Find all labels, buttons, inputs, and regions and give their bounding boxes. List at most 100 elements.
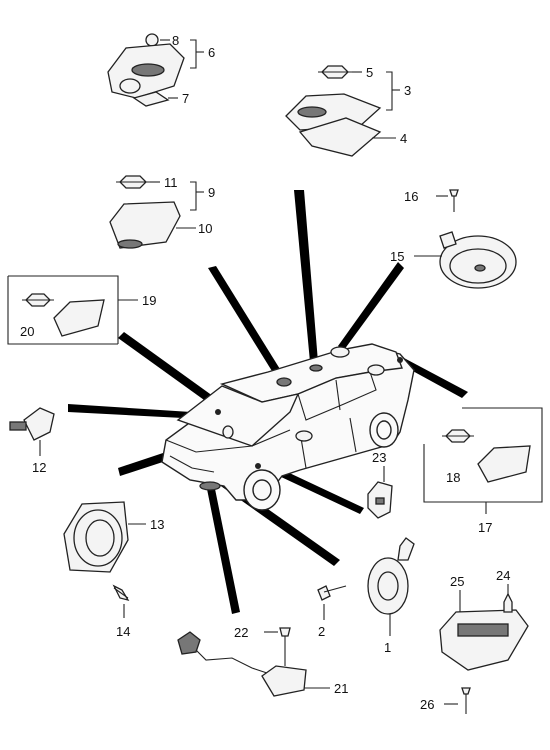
connector-21 xyxy=(177,631,201,655)
glovebox-lamp-lens xyxy=(53,299,105,337)
car-body xyxy=(161,343,415,511)
callout-8: 8 xyxy=(172,33,179,48)
car-rear-speaker-spot xyxy=(330,346,350,358)
car-dot xyxy=(255,463,261,469)
screw-14-shaft xyxy=(113,587,129,599)
car-headlight xyxy=(199,481,221,491)
callout-20: 20 xyxy=(20,324,34,339)
wedge-speaker-rear xyxy=(338,262,404,350)
car-side-window xyxy=(297,371,377,421)
wedge-license-lamp xyxy=(206,484,240,614)
callout-10: 10 xyxy=(198,221,212,236)
speaker-15-cap xyxy=(474,264,486,272)
screw-2-shaft xyxy=(323,585,347,593)
car-roof-lamp-mid xyxy=(309,364,323,372)
callout-19: 19 xyxy=(142,293,156,308)
callout-2: 2 xyxy=(318,624,325,639)
room-lamp-lens xyxy=(117,239,143,249)
map-lamp-lens xyxy=(119,78,141,94)
car-glovebox-spot xyxy=(222,425,234,439)
dome-lamp-housing xyxy=(285,93,382,131)
trunk-lamp-assembly xyxy=(423,407,543,514)
callout-25: 25 xyxy=(450,574,464,589)
callout-24: 24 xyxy=(496,568,510,583)
car-door-line-rear xyxy=(349,417,357,453)
bracket-3 xyxy=(386,71,393,111)
speaker-13-inner xyxy=(85,519,115,557)
car-hood xyxy=(165,429,291,453)
callout-5: 5 xyxy=(366,65,373,80)
car-grille xyxy=(169,455,215,473)
car-front-wheel-hub xyxy=(252,479,272,501)
horn-1-inner xyxy=(377,571,399,601)
callout-26: 26 xyxy=(420,697,434,712)
speaker-15-bracket xyxy=(439,231,457,249)
callout-23: 23 xyxy=(372,450,386,465)
callout-4: 4 xyxy=(400,131,407,146)
car-roof-lamp-front xyxy=(276,377,292,387)
lens-4 xyxy=(298,117,382,157)
wedge-map-lamp xyxy=(208,266,288,384)
bracket-9 xyxy=(190,181,197,211)
dome-lamp-assembly xyxy=(285,65,400,157)
callout-21: 21 xyxy=(334,681,348,696)
callout-13: 13 xyxy=(150,517,164,532)
room-lamp-housing xyxy=(109,201,181,249)
car-dot xyxy=(215,409,221,415)
wire-21 xyxy=(195,649,271,675)
callout-11: 11 xyxy=(164,175,178,190)
connector-23 xyxy=(367,466,393,519)
map-lamp-switch xyxy=(131,63,165,77)
screw-22-head xyxy=(279,627,291,637)
license-lamp-assembly xyxy=(177,627,330,697)
map-lamp-assembly xyxy=(107,33,204,107)
callout-1: 1 xyxy=(384,640,391,655)
glovebox-lamp-assembly xyxy=(7,275,138,345)
door-switch-assembly xyxy=(9,407,55,456)
lamp-25-lens xyxy=(457,623,509,637)
wedge-connector xyxy=(262,462,364,514)
car-rear-wheel-hub xyxy=(376,420,392,440)
callout-labels: 1 2 3 4 5 6 7 8 9 10 11 12 13 14 15 16 1… xyxy=(20,33,510,712)
callout-9: 9 xyxy=(208,185,215,200)
car-pillar xyxy=(335,379,341,411)
switch-12-body xyxy=(23,407,55,441)
screw-26 xyxy=(461,687,471,695)
car-trunk-lamp-spot xyxy=(367,364,385,376)
horn-assembly xyxy=(317,537,415,636)
callout-6: 6 xyxy=(208,45,215,60)
horn-1-bracket xyxy=(397,537,415,561)
trunk-lamp-lens xyxy=(477,445,531,483)
front-speaker-assembly xyxy=(63,501,146,618)
switch-12-plunger xyxy=(9,421,27,431)
lens-7 xyxy=(132,91,170,107)
callout-14: 14 xyxy=(116,624,130,639)
courtesy-lamp-assembly xyxy=(439,584,529,714)
lamp-25-housing xyxy=(439,609,529,671)
wedge-glovebox-lamp xyxy=(118,332,224,410)
lamp-21-body xyxy=(261,665,307,697)
callout-7: 7 xyxy=(182,91,189,106)
callout-16: 16 xyxy=(404,189,418,204)
callout-18: 18 xyxy=(446,470,460,485)
room-lamp-assembly xyxy=(109,175,204,249)
dome-lamp-switch xyxy=(297,106,327,118)
callout-17: 17 xyxy=(478,520,492,535)
screw-16 xyxy=(449,189,459,197)
connector-23-pin xyxy=(375,497,385,505)
car-mirror xyxy=(295,430,313,442)
callout-15: 15 xyxy=(390,249,404,264)
car-dot xyxy=(397,357,403,363)
callout-12: 12 xyxy=(32,460,46,475)
box-17 xyxy=(423,407,543,503)
bulb-24 xyxy=(503,592,513,613)
bulb-8 xyxy=(145,33,159,47)
wedge-dome-lamp xyxy=(294,190,318,362)
wedge-trunk-lamp xyxy=(400,358,468,398)
rear-speaker-assembly xyxy=(414,189,517,289)
bracket-6 xyxy=(190,39,197,69)
callout-22: 22 xyxy=(234,625,248,640)
callout-3: 3 xyxy=(404,83,411,98)
box-19 xyxy=(7,275,119,345)
